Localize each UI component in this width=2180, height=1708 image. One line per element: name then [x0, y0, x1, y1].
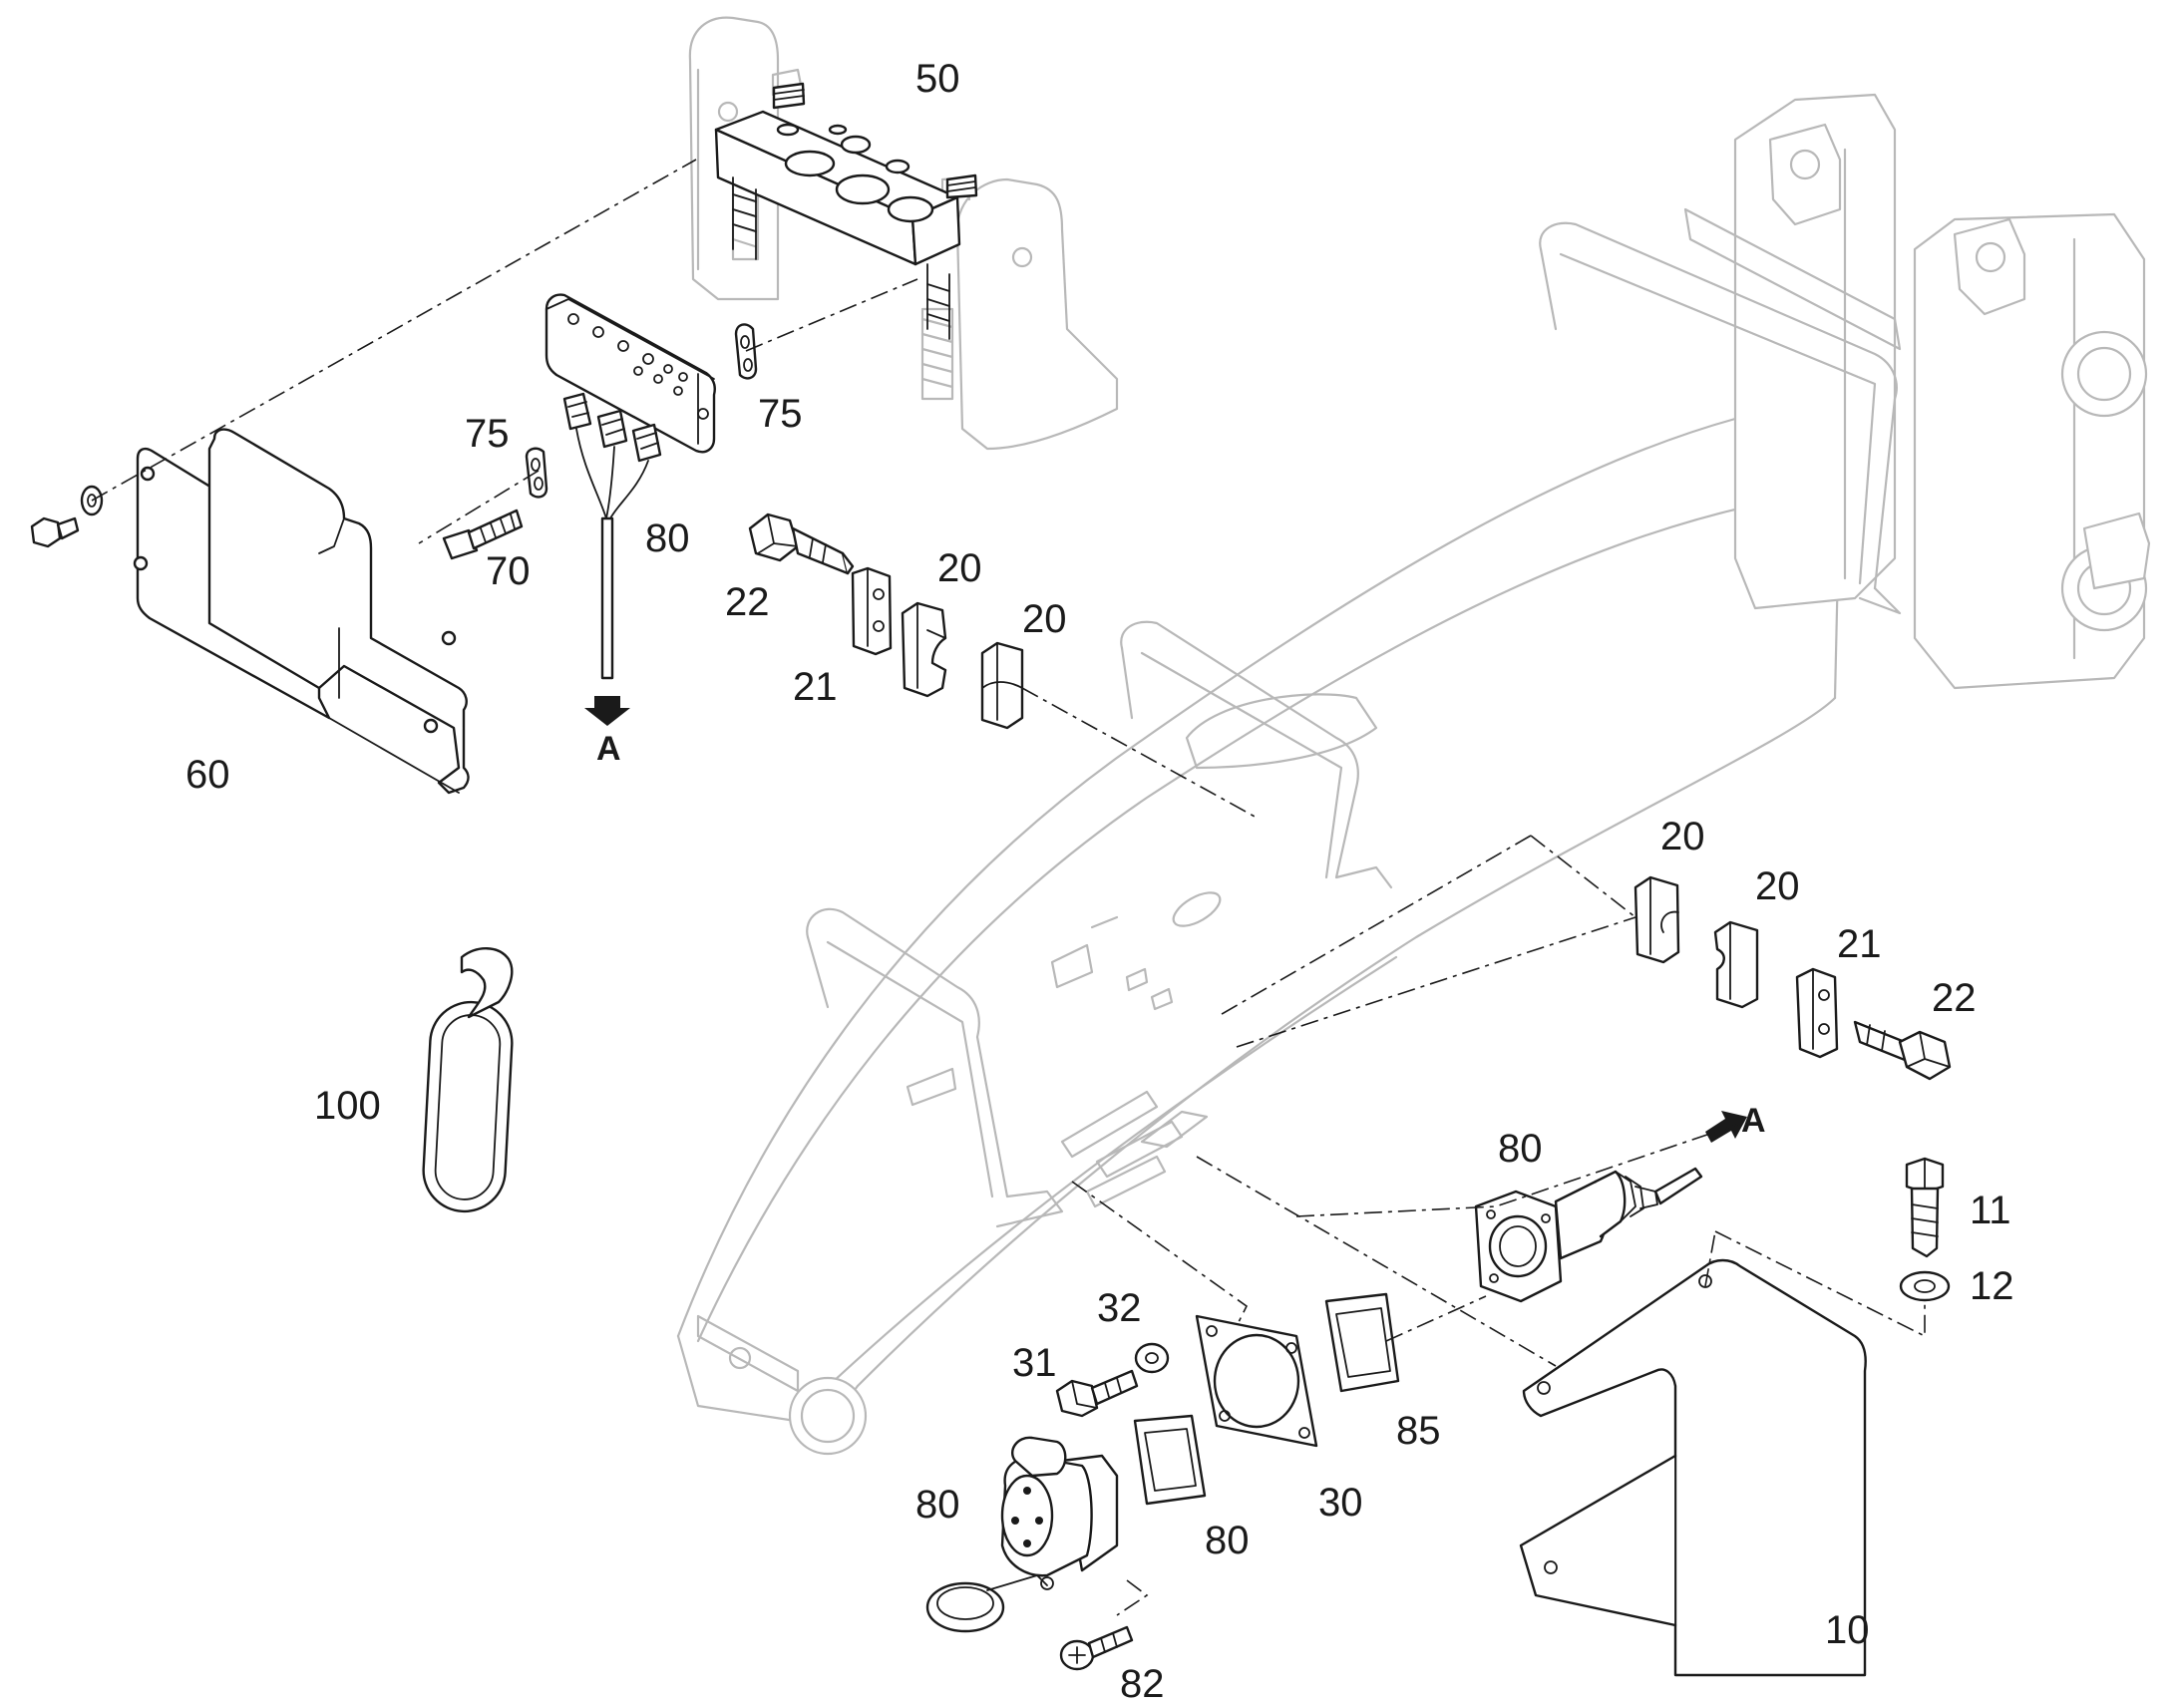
callout-21-right: 21 — [1837, 922, 1882, 966]
part-60-cover-plate — [133, 428, 470, 795]
callout-11: 11 — [1970, 1189, 2011, 1232]
part-21-plate-top — [851, 566, 893, 656]
callout-80-connector: 80 — [645, 516, 690, 560]
callout-20-right-1: 20 — [1660, 815, 1705, 858]
part-22-bolt-top — [748, 512, 855, 575]
callout-10: 10 — [1825, 1608, 1870, 1652]
callout-32: 32 — [1097, 1286, 1142, 1330]
part-80-plug — [1474, 1167, 1703, 1303]
part-85-gasket — [1324, 1292, 1400, 1393]
part-22-bolt-right — [1853, 1020, 1952, 1081]
assembly-centerlines — [91, 159, 1926, 1616]
callout-80-plug: 80 — [1498, 1127, 1543, 1171]
part-12-washer — [1899, 1270, 1951, 1302]
callout-20-top-1: 20 — [937, 546, 982, 590]
callout-30: 30 — [1318, 1481, 1363, 1525]
callout-50: 50 — [915, 57, 960, 101]
part-70-screw — [442, 509, 524, 560]
callout-100: 100 — [314, 1084, 381, 1128]
callout-75-left: 75 — [465, 412, 510, 456]
part-20-clamp-right-2 — [1713, 920, 1759, 1009]
connector-block-80 — [545, 293, 716, 680]
callout-80-socket: 80 — [915, 1483, 960, 1527]
callout-75-right: 75 — [758, 392, 803, 436]
part-21-plate-right — [1795, 967, 1839, 1059]
bolt-washer-60 — [30, 485, 104, 548]
callout-labels: 50 75 75 70 80 A 60 22 21 20 20 100 20 2… — [185, 57, 2014, 1706]
clip-75-right — [734, 323, 758, 380]
part-82-screw — [1059, 1625, 1134, 1671]
callout-12: 12 — [1970, 1264, 2014, 1308]
callout-82: 82 — [1120, 1662, 1165, 1706]
callout-22-right: 22 — [1932, 976, 1977, 1020]
callout-a-top: A — [596, 730, 621, 768]
part-11-bolt — [1905, 1157, 1945, 1258]
part-30-flange-plate — [1195, 1314, 1318, 1448]
part-100-strap — [422, 947, 514, 1213]
part-20-clamp-top-1 — [901, 601, 947, 698]
callout-80-gasket: 80 — [1205, 1519, 1250, 1562]
part-20-clamp-top-2 — [980, 641, 1024, 730]
callout-20-top-2: 20 — [1022, 597, 1067, 641]
callout-85: 85 — [1396, 1409, 1441, 1453]
part-32-washer — [1134, 1342, 1170, 1374]
part-31-bolt — [1055, 1369, 1139, 1418]
part-10-cover — [1519, 1258, 1867, 1677]
part-50-valve-block — [714, 82, 978, 340]
part-80-socket — [925, 1436, 1119, 1633]
arrow-a-top — [584, 696, 630, 726]
boom-frame-ghost — [676, 93, 2151, 1456]
arrow-a-right — [1705, 1111, 1747, 1143]
part-80-gasket-lower — [1133, 1414, 1207, 1506]
callout-31: 31 — [1012, 1341, 1057, 1385]
callout-70: 70 — [486, 549, 531, 593]
callout-22-top: 22 — [725, 580, 770, 624]
callout-20-right-2: 20 — [1755, 864, 1800, 908]
part-20-clamp-right-1 — [1634, 875, 1680, 964]
callout-a-right: A — [1741, 1102, 1766, 1140]
callout-21-top: 21 — [793, 665, 838, 709]
callout-60: 60 — [185, 753, 230, 797]
